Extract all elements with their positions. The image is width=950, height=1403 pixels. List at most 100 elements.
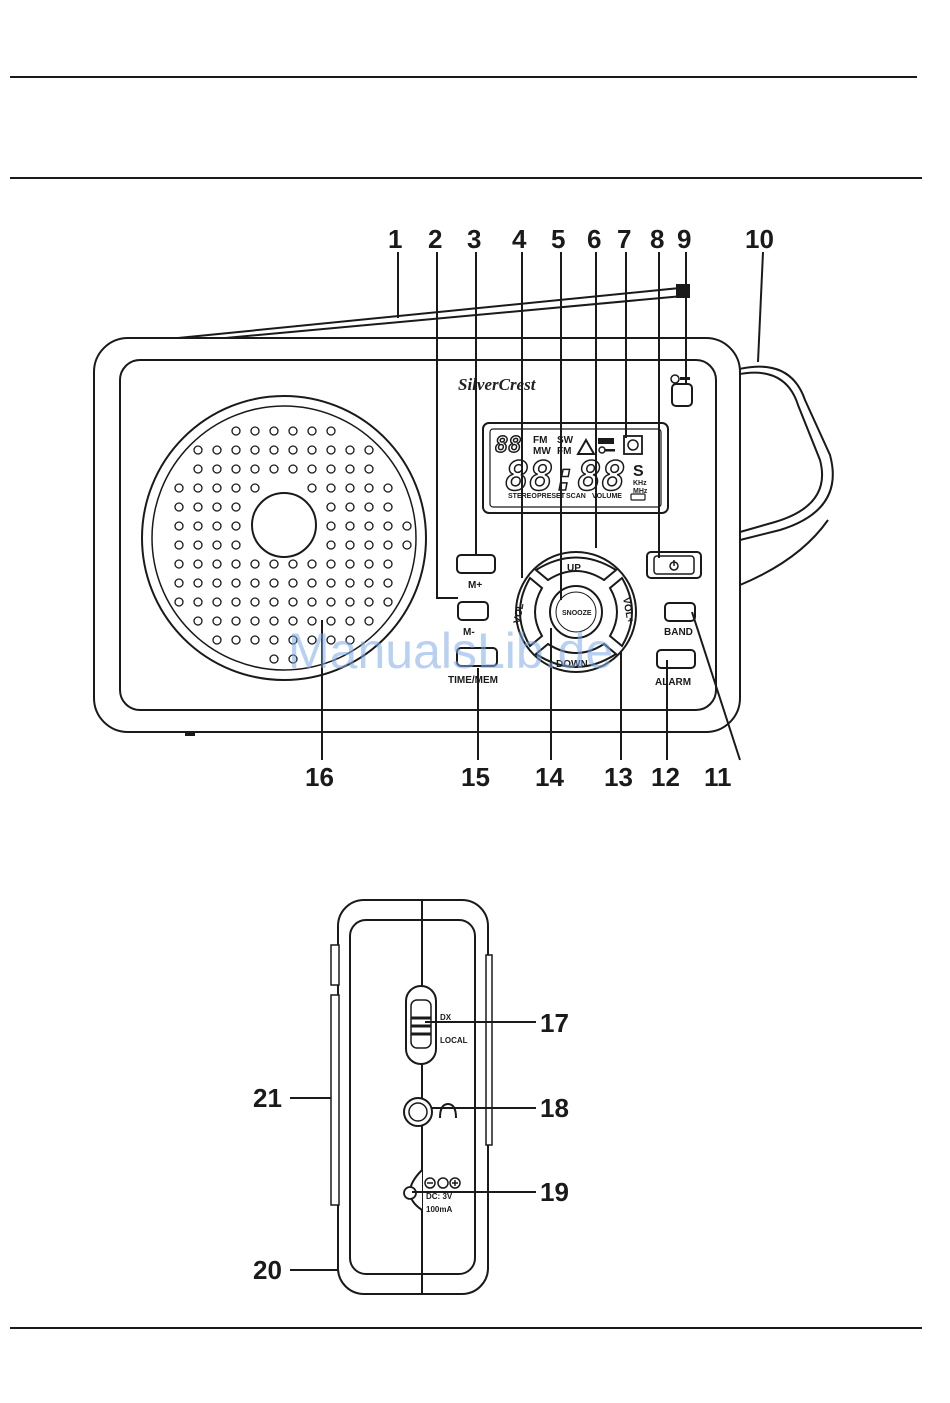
speaker-hole (365, 465, 373, 473)
speaker-hole (327, 522, 335, 530)
callout-2: 2 (428, 224, 442, 254)
up-label: UP (567, 563, 581, 574)
speaker-hole (289, 465, 297, 473)
speaker-hole (251, 617, 259, 625)
speaker-hole (403, 522, 411, 530)
carry-strap-inner (735, 373, 822, 532)
speaker-hole (251, 598, 259, 606)
speaker-hole (251, 465, 259, 473)
callout-10: 10 (745, 224, 774, 254)
speaker-hole (175, 484, 183, 492)
callout-11: 11 (704, 762, 732, 792)
speaker-hole (346, 598, 354, 606)
foot-marker (185, 732, 195, 736)
callout-7: 7 (617, 224, 631, 254)
speaker-hole (213, 598, 221, 606)
watermark: ManualsLib.de (288, 623, 613, 679)
callout-20: 20 (253, 1255, 282, 1285)
speaker-hole (327, 560, 335, 568)
speaker-hole (289, 598, 297, 606)
speaker-hole (308, 484, 316, 492)
speaker-hole (194, 541, 202, 549)
speaker-hole (346, 446, 354, 454)
speaker-hole (251, 579, 259, 587)
signal-bars-icon (598, 438, 614, 444)
callout-19: 19 (540, 1177, 569, 1207)
speaker-hole (175, 522, 183, 530)
callout-6: 6 (587, 224, 601, 254)
callout-9: 9 (677, 224, 691, 254)
speaker-hole (308, 465, 316, 473)
m-minus-button[interactable] (458, 602, 488, 620)
speaker-hole (213, 560, 221, 568)
battery-cover (331, 995, 339, 1205)
speaker-hole (194, 560, 202, 568)
speaker-hole (270, 636, 278, 644)
speaker-hole (327, 465, 335, 473)
speaker-hole (365, 560, 373, 568)
speaker-hole (270, 427, 278, 435)
speaker-hole (327, 579, 335, 587)
speaker-hole (194, 617, 202, 625)
speaker-hole (194, 522, 202, 530)
speaker-hole (213, 579, 221, 587)
speaker-hole (403, 541, 411, 549)
speaker-hole (289, 560, 297, 568)
dc-rating-label: DC: 3V (426, 1192, 453, 1201)
speaker-hole (384, 579, 392, 587)
speaker-hole (270, 655, 278, 663)
headphone-jack-inner (409, 1103, 427, 1121)
speaker-hole (327, 484, 335, 492)
speaker-hole (289, 579, 297, 587)
speaker-hole (327, 446, 335, 454)
speaker-hole (213, 503, 221, 511)
speaker-hole (194, 484, 202, 492)
speaker-hole (232, 617, 240, 625)
speaker-hole (194, 579, 202, 587)
speaker-hole (346, 465, 354, 473)
speaker-hole (327, 541, 335, 549)
speaker-hole (346, 522, 354, 530)
callout-17: 17 (540, 1008, 569, 1038)
speaker-hole (194, 503, 202, 511)
speaker-hole (175, 503, 183, 511)
speaker-hole (270, 560, 278, 568)
speaker-hole (270, 465, 278, 473)
band-button[interactable] (665, 603, 695, 621)
callout-15: 15 (461, 762, 490, 792)
callout-5: 5 (551, 224, 565, 254)
callout-3: 3 (467, 224, 481, 254)
lcd-stereo-s: S (633, 463, 644, 480)
callout-8: 8 (650, 224, 664, 254)
speaker-hole (308, 598, 316, 606)
clock-icon-box (624, 436, 642, 454)
speaker-hole (308, 446, 316, 454)
alarm-button[interactable] (657, 650, 695, 668)
m-plus-label: M+ (468, 580, 482, 591)
snooze-label: SNOOZE (562, 610, 592, 617)
speaker-hole (251, 560, 259, 568)
speaker-hole (194, 465, 202, 473)
speaker-hole (308, 427, 316, 435)
antenna-tip (676, 284, 690, 298)
speaker-hole (384, 541, 392, 549)
speaker-hole (194, 598, 202, 606)
lcd-unit-khz: KHz (633, 480, 647, 487)
light-button[interactable] (672, 384, 692, 406)
speaker-hole (365, 541, 373, 549)
speaker-hole (175, 560, 183, 568)
dx-local-switch[interactable] (411, 1000, 431, 1048)
m-plus-button[interactable] (457, 555, 495, 573)
speaker-hole (346, 541, 354, 549)
speaker-hole (270, 617, 278, 625)
antenna (178, 288, 683, 342)
callout-12: 12 (651, 762, 680, 792)
callout-13: 13 (604, 762, 633, 792)
speaker-hole (365, 446, 373, 454)
speaker-hole (251, 636, 259, 644)
speaker-hole (232, 465, 240, 473)
speaker-hole (327, 427, 335, 435)
speaker-hole (232, 579, 240, 587)
speaker-hole (308, 579, 316, 587)
